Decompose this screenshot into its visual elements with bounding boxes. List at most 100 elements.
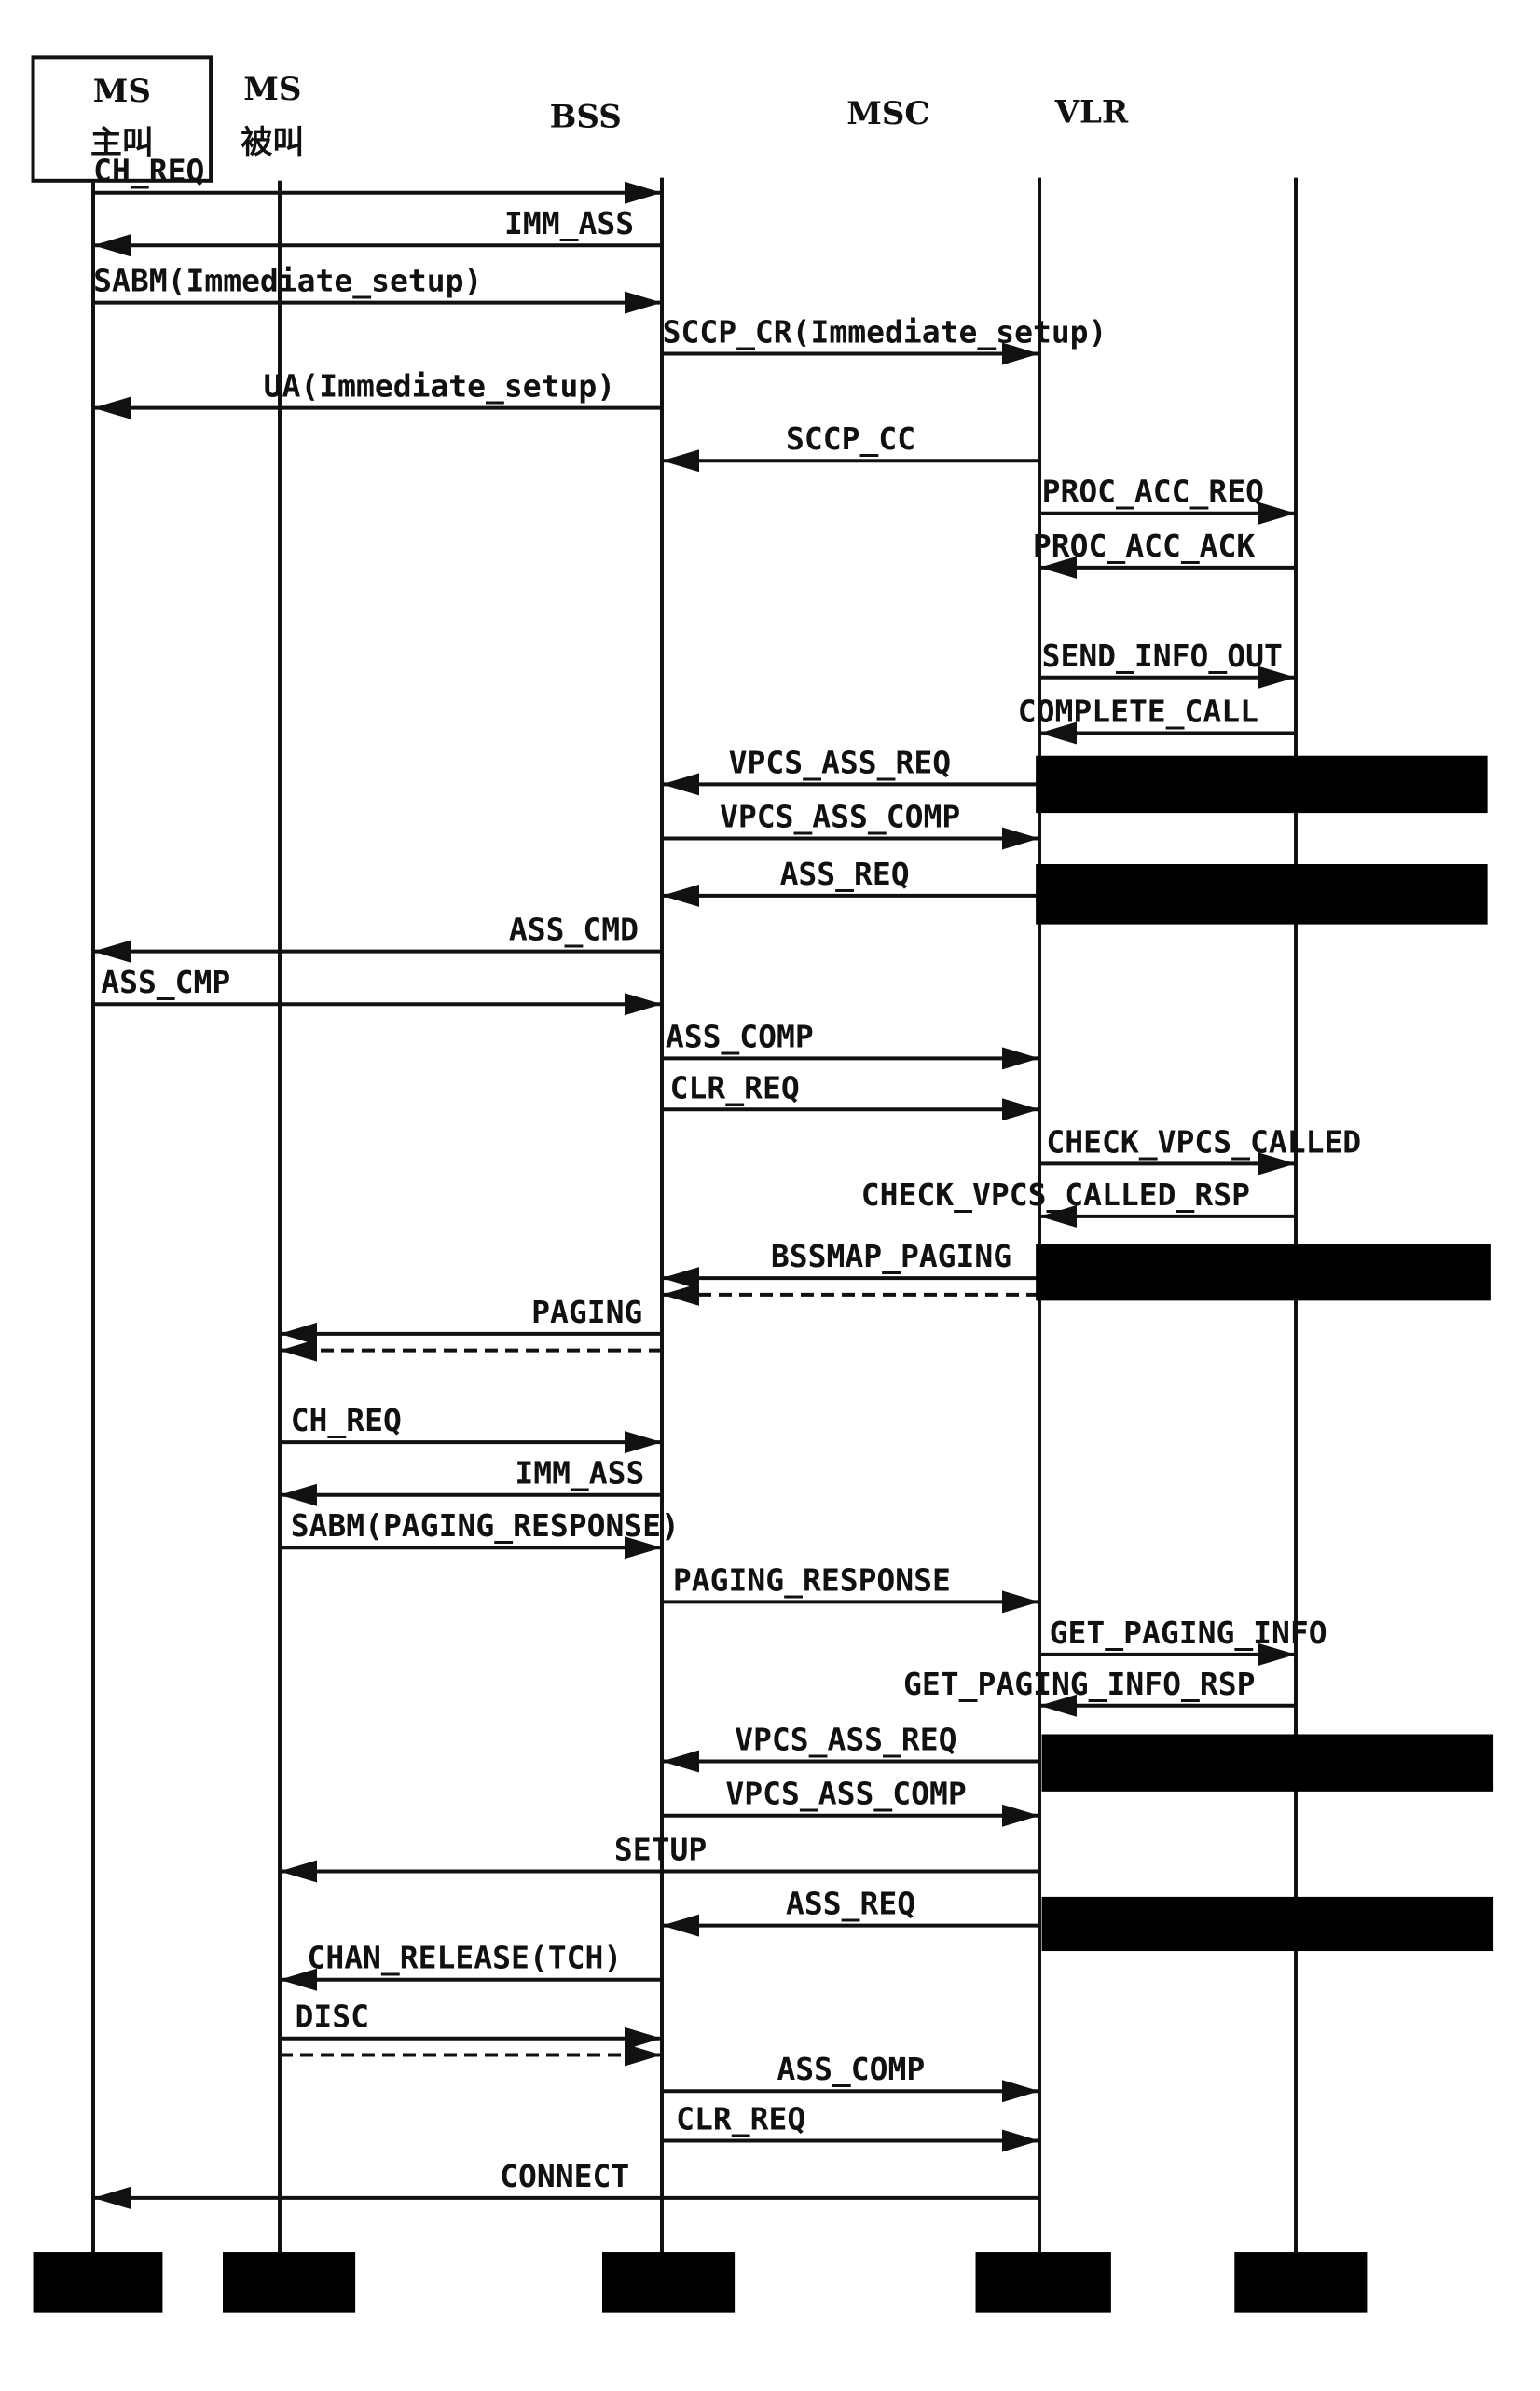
message-label: IMM_ASS bbox=[504, 205, 634, 241]
participant-bss: BSS bbox=[550, 98, 622, 135]
message: PAGING_RESPONSE bbox=[662, 1561, 1039, 1613]
message-label: UA(Immediate_setup) bbox=[264, 368, 616, 405]
arrowhead bbox=[93, 941, 131, 963]
arrowhead bbox=[662, 449, 699, 472]
message-label: CHAN_RELEASE(TCH) bbox=[307, 1940, 622, 1976]
message-label: SABM(PAGING_RESPONSE) bbox=[291, 1507, 680, 1544]
redaction-block bbox=[1042, 1897, 1494, 1951]
message-label: VPCS_ASS_COMP bbox=[725, 1776, 966, 1812]
message-label: CLR_REQ bbox=[676, 2101, 805, 2137]
message: CHECK_VPCS_CALLED bbox=[1039, 1123, 1361, 1175]
lifeline-end-block bbox=[602, 2252, 735, 2313]
message bbox=[280, 2043, 662, 2066]
message: ASS_CMP bbox=[93, 964, 662, 1015]
arrowhead bbox=[1002, 1805, 1039, 1827]
message: DISC bbox=[280, 1999, 662, 2050]
message: CHECK_VPCS_CALLED_RSP bbox=[861, 1176, 1296, 1228]
redaction-blocks bbox=[1036, 756, 1493, 1951]
message: VPCS_ASS_COMP bbox=[662, 799, 1039, 850]
message-label: ASS_CMD bbox=[509, 912, 639, 948]
arrowhead bbox=[625, 182, 662, 204]
message-label: CH_REQ bbox=[93, 153, 204, 189]
message-label: CLR_REQ bbox=[670, 1069, 800, 1106]
message: VPCS_ASS_REQ bbox=[662, 1722, 1039, 1773]
arrowhead bbox=[625, 993, 662, 1015]
message: UA(Immediate_setup) bbox=[93, 368, 662, 419]
message: COMPLETE_CALL bbox=[1018, 694, 1296, 745]
arrowhead bbox=[625, 1431, 662, 1453]
message bbox=[280, 1340, 662, 1362]
redaction-block bbox=[1036, 1244, 1491, 1300]
arrowhead bbox=[625, 2043, 662, 2066]
lifeline-end-block bbox=[976, 2252, 1111, 2313]
message: CLR_REQ bbox=[662, 1069, 1039, 1120]
message: PROC_ACC_REQ bbox=[1039, 474, 1296, 525]
message-label: ASS_CMP bbox=[101, 964, 230, 1000]
message: VPCS_ASS_REQ bbox=[662, 744, 1039, 795]
arrowhead bbox=[662, 885, 699, 907]
message: VPCS_ASS_COMP bbox=[662, 1776, 1039, 1827]
participant-ms_called: MS被叫 bbox=[241, 71, 304, 161]
arrowhead bbox=[1002, 828, 1039, 850]
message: IMM_ASS bbox=[280, 1455, 662, 1506]
arrowhead bbox=[662, 1284, 699, 1306]
message-label: GET_PAGING_INFO bbox=[1050, 1615, 1327, 1651]
message: ASS_CMD bbox=[93, 912, 662, 963]
message: IMM_ASS bbox=[93, 205, 662, 256]
message: CH_REQ bbox=[280, 1402, 662, 1453]
message-label: PAGING_RESPONSE bbox=[673, 1561, 951, 1598]
message-label: PAGING bbox=[531, 1294, 642, 1330]
message: PROC_ACC_ACK bbox=[1033, 528, 1296, 579]
message: SABM(PAGING_RESPONSE) bbox=[280, 1507, 680, 1559]
message-label: VPCS_ASS_COMP bbox=[720, 799, 960, 835]
lifeline-end-block bbox=[223, 2252, 355, 2313]
message-label: PROC_ACC_REQ bbox=[1042, 474, 1264, 510]
message-label: ASS_REQ bbox=[786, 1886, 915, 1922]
message-label: CHECK_VPCS_CALLED bbox=[1046, 1123, 1361, 1160]
message: SETUP bbox=[280, 1831, 1039, 1882]
message-label: CONNECT bbox=[500, 2158, 629, 2194]
arrowhead bbox=[93, 2187, 131, 2209]
arrowhead bbox=[662, 773, 699, 795]
message: ASS_COMP bbox=[662, 1018, 1039, 1069]
message: BSSMAP_PAGING bbox=[662, 1238, 1039, 1289]
message: CLR_REQ bbox=[662, 2101, 1039, 2152]
participant-msc: MSC bbox=[846, 95, 929, 132]
message: SEND_INFO_OUT bbox=[1039, 638, 1296, 689]
message-label: GET_PAGING_INFO_RSP bbox=[903, 1666, 1256, 1702]
participant-label: BSS bbox=[550, 98, 622, 135]
message-label: VPCS_ASS_REQ bbox=[735, 1722, 956, 1758]
message: CONNECT bbox=[93, 2158, 1039, 2209]
message: GET_PAGING_INFO bbox=[1039, 1615, 1327, 1666]
lifeline-end-block bbox=[34, 2252, 163, 2313]
message-label: PROC_ACC_ACK bbox=[1033, 528, 1256, 564]
arrowhead bbox=[280, 1340, 317, 1362]
arrowhead bbox=[662, 1751, 699, 1773]
arrowhead bbox=[1002, 2080, 1039, 2102]
message-label: SCCP_CC bbox=[786, 420, 915, 457]
message-label: IMM_ASS bbox=[515, 1455, 644, 1491]
participant-label: 被叫 bbox=[241, 124, 304, 161]
message-label: SEND_INFO_OUT bbox=[1042, 638, 1283, 674]
message-label: BSSMAP_PAGING bbox=[771, 1238, 1011, 1274]
arrowhead bbox=[662, 1915, 699, 1937]
arrowhead bbox=[93, 397, 131, 419]
message-label: ASS_REQ bbox=[780, 856, 910, 892]
message-label: SCCP_CR(Immediate_setup) bbox=[663, 314, 1107, 350]
arrowhead bbox=[1002, 1590, 1039, 1613]
message bbox=[662, 1284, 1039, 1306]
message-label: ASS_COMP bbox=[666, 1018, 814, 1054]
arrowhead bbox=[280, 1860, 317, 1882]
arrowhead bbox=[1002, 1047, 1039, 1069]
redaction-block bbox=[1042, 1734, 1494, 1791]
message: ASS_REQ bbox=[662, 1886, 1039, 1937]
message: SABM(Immediate_setup) bbox=[93, 263, 662, 314]
lifeline-end-block bbox=[1234, 2252, 1367, 2313]
arrowhead bbox=[625, 292, 662, 314]
participant-label: MSC bbox=[846, 95, 929, 132]
message: ASS_COMP bbox=[662, 2051, 1039, 2102]
message-label: CH_REQ bbox=[291, 1402, 402, 1438]
redaction-block bbox=[1036, 864, 1488, 925]
message: SCCP_CC bbox=[662, 420, 1039, 472]
